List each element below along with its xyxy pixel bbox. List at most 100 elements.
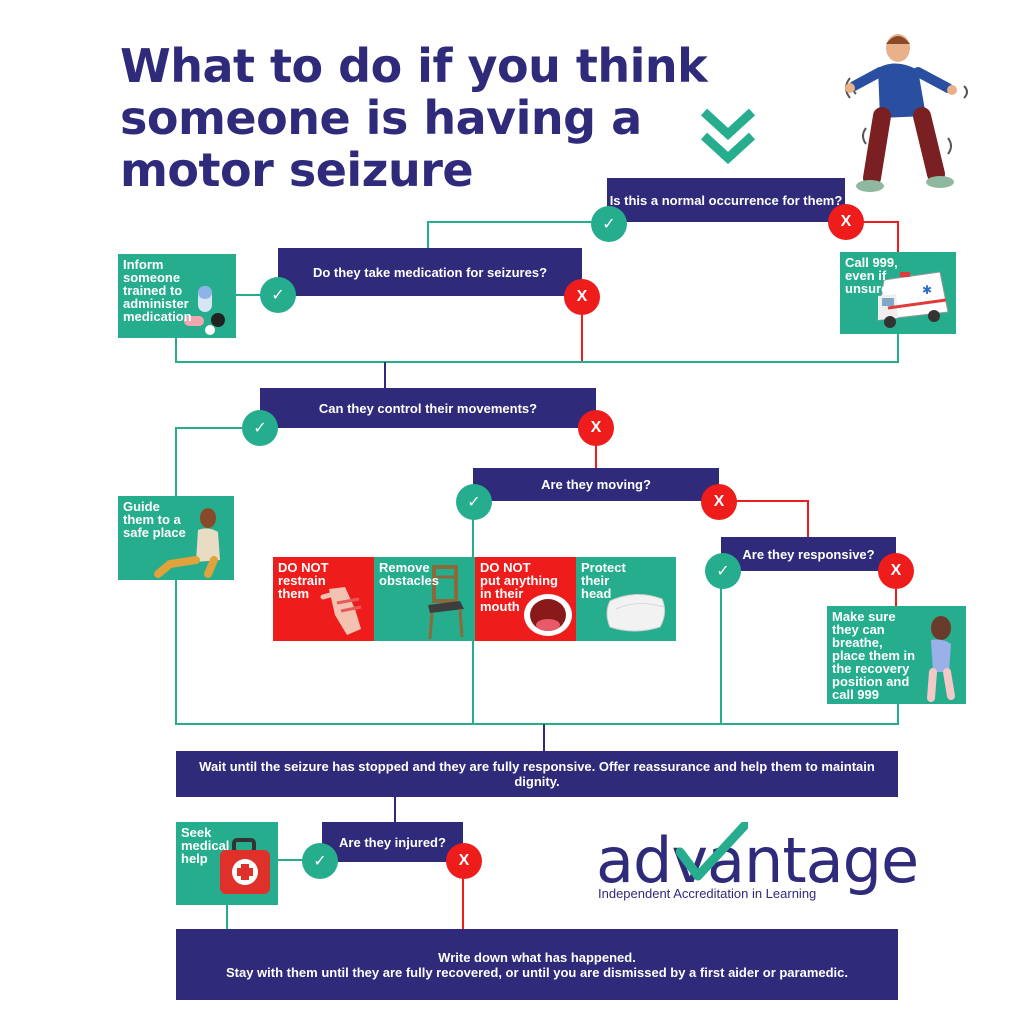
action-inform-line: Inform [123,257,164,272]
no-badge-control: X [578,410,614,446]
sitting-person-illustration [154,508,220,578]
action-inform-line: medication [123,309,192,324]
no-badge-responsive: X [878,553,914,589]
question-responsive: Are they responsive? [721,537,896,571]
advantage-logo: advantage Independent Accreditation in L… [596,822,919,904]
question-responsive-text: Are they responsive? [742,546,875,562]
action-seek-line: Seek [181,825,212,840]
final-instruction-line-1: Write down what has happened. [438,949,636,965]
chevron-down-icon [700,108,756,165]
action-inform-line: administer [123,296,189,311]
mouth-icon [524,594,572,636]
action-call-line: unsure [845,281,889,296]
action-protect-line: their [581,573,610,588]
action-recovery-line: place them in [832,648,916,663]
check-icon: ✓ [716,563,730,580]
yes-badge-injured: ✓ [302,843,338,879]
action-recovery-line: call 999 [832,687,879,702]
action-restrain-line: DO NOT [278,560,329,575]
question-moving: Are they moving? [473,468,719,501]
check-icon: ✓ [271,287,285,304]
cross-icon: X [713,493,725,510]
action-mouth-line: put anything [480,573,558,588]
check-icon: ✓ [253,420,267,437]
action-mouth-line: in their [480,586,524,601]
action-mouth-line: mouth [480,599,520,614]
yes-badge-moving: ✓ [456,484,492,520]
action-seek-line: help [181,851,208,866]
hand-icon [320,587,362,635]
no-badge-injured: X [446,843,482,879]
action-recovery-line: breathe, [832,635,883,650]
action-recovery-position: Make sure they can breathe, place them i… [827,606,966,704]
question-injured-text: Are they injured? [339,834,446,850]
action-protect-head: Protect their head [576,557,676,641]
svg-text:✱: ✱ [922,283,932,297]
no-badge-medication: X [564,279,600,315]
cross-icon: X [576,288,588,305]
action-remove-obstacles: Remove obstacles [374,557,475,641]
ambulance-icon: ✱ [877,271,949,328]
wait-instruction-text: Wait until the seizure has stopped and t… [199,759,875,789]
final-instruction-line-2: Stay with them until they are fully reco… [225,964,849,980]
logo-tagline: Independent Accreditation in Learning [598,886,817,901]
final-instruction-bar: Write down what has happened. Stay with … [176,929,898,1000]
action-recovery-line: they can [832,622,885,637]
action-protect-line: head [581,586,612,601]
question-medication: Do they take medication for seizures? [278,248,582,296]
page-title: What to do if you think someone is havin… [120,40,740,196]
cross-icon: X [840,213,852,230]
action-call-999: Call 999, even if unsure ✱ [840,252,956,334]
action-obstacles-line: Remove [379,560,430,575]
yes-badge-medication: ✓ [260,277,296,313]
action-inform-line: trained to [123,283,183,298]
action-guide-safe: Guide them to a safe place [118,496,234,580]
action-guide-line: safe place [123,525,186,540]
cross-icon: X [458,852,470,869]
cross-icon: X [590,419,602,436]
seizing-person-illustration [845,34,968,192]
action-protect-line: Protect [581,560,626,575]
action-inform-line: someone [123,270,181,285]
question-injured: Are they injured? [322,822,463,862]
action-obstacles-line: obstacles [379,573,439,588]
action-recovery-line: the recovery [832,661,910,676]
title-line-2: someone is having a [120,91,642,145]
check-icon: ✓ [313,853,327,870]
cross-icon: X [890,562,902,579]
pillow-icon [606,594,666,632]
question-control-movements: Can they control their movements? [260,388,596,428]
check-icon: ✓ [602,216,616,233]
chair-icon [428,565,464,640]
yes-badge-normal: ✓ [591,206,627,242]
action-inform-trained: Inform someone trained to administer med… [118,254,236,338]
action-restrain-line: restrain [278,573,326,588]
action-seek-line: medical [181,838,230,853]
wait-instruction-bar: Wait until the seizure has stopped and t… [176,751,898,797]
action-recovery-line: Make sure [832,609,896,624]
recovery-person-illustration [927,616,955,702]
action-call-line: Call 999, [845,255,898,270]
logo-wordmark: advantage [596,824,919,897]
yes-badge-responsive: ✓ [705,553,741,589]
question-medication-text: Do they take medication for seizures? [312,264,548,280]
no-badge-moving: X [701,484,737,520]
title-line-1: What to do if you think [120,39,708,93]
action-guide-line: them to a [123,512,181,527]
title-line-3: motor seizure [120,143,474,197]
question-normal-text: Is this a normal occurrence for them? [609,192,843,208]
action-do-not-restrain: DO NOT restrain them [273,557,374,641]
action-recovery-line: position and [832,674,910,689]
action-guide-line: Guide [123,499,160,514]
action-seek-medical-help: Seek medical help [176,822,278,905]
action-do-not-put-in-mouth: DO NOT put anything in their mouth [475,557,576,641]
question-control-text: Can they control their movements? [318,400,538,416]
first-aid-kit-icon [220,838,270,894]
action-mouth-line: DO NOT [480,560,531,575]
no-badge-normal: X [828,204,864,240]
pill-icon [184,286,225,335]
action-call-line: even if [845,268,887,283]
check-icon: ✓ [467,494,481,511]
yes-badge-control: ✓ [242,410,278,446]
question-normal-occurrence: Is this a normal occurrence for them? [607,178,845,222]
